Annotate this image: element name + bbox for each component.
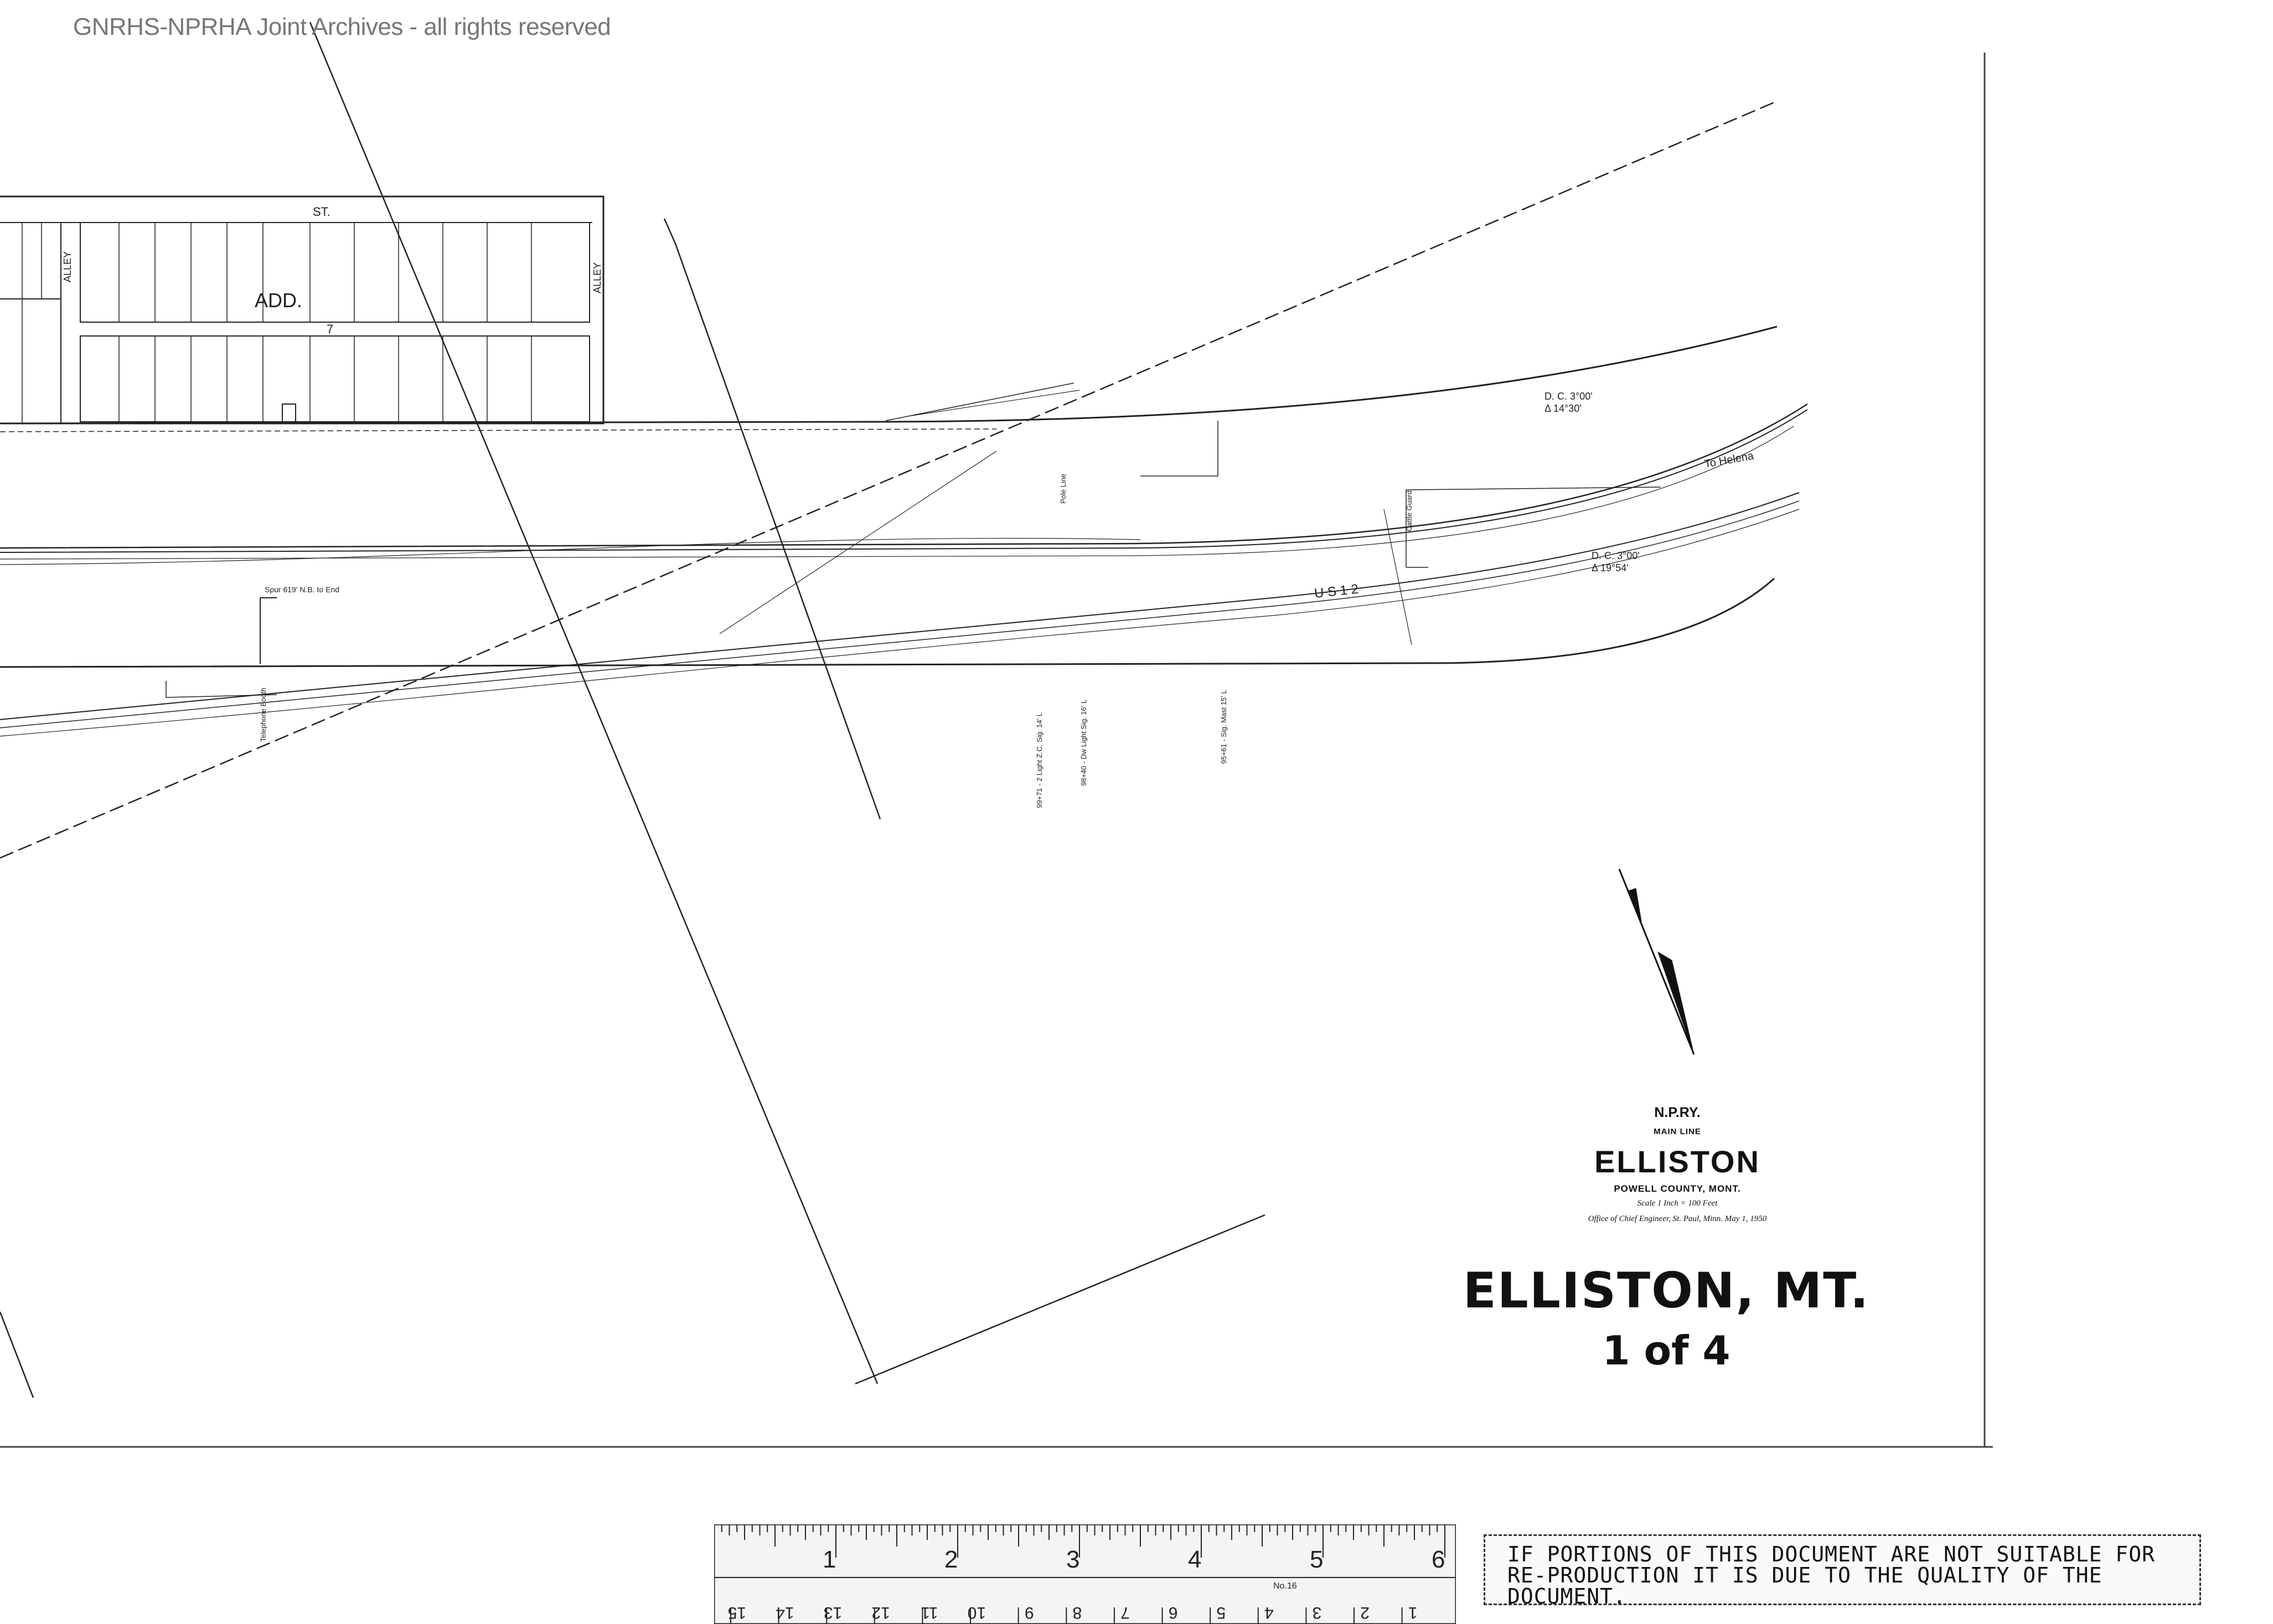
ruler-cm-label: 13: [824, 1604, 842, 1622]
town-blocks: [0, 195, 605, 425]
ruler-inch-label: 4: [1188, 1546, 1201, 1573]
curve-upper-label: D. C. 3°00': [1544, 391, 1593, 402]
addition-label: ADD.: [255, 289, 302, 312]
ruler-cm-label: 14: [776, 1604, 794, 1622]
title-block-line: MAIN LINE: [1654, 1127, 1701, 1136]
ruler-inch-label: 5: [1310, 1546, 1323, 1573]
title-block-railroad: N.P.RY.: [1654, 1105, 1701, 1120]
station-label: 95+61 - Sig. Mast 15' L: [1220, 690, 1228, 764]
alley-label: ALLEY: [62, 251, 73, 282]
station-label: 99+71 - 2 Light Z.C. Sig. 14' L: [1035, 712, 1043, 808]
ruler-inch-label: 3: [1066, 1546, 1079, 1573]
station-label: Telephone Booth: [259, 687, 267, 742]
street-label: ST.: [313, 205, 330, 219]
ruler-cm-label: 15: [728, 1604, 746, 1622]
archive-watermark: GNRHS-NPRHA Joint Archives - all rights …: [73, 13, 611, 40]
notice-text: IF PORTIONS OF THIS DOCUMENT ARE NOT SUI…: [1507, 1542, 2156, 1609]
ruler-cm-label: 6: [1169, 1604, 1178, 1622]
sheet-title: ELLISTON, MT.: [1463, 1262, 1870, 1319]
title-block-county: POWELL COUNTY, MONT.: [1614, 1183, 1741, 1194]
ruler-cm-label: 11: [921, 1604, 938, 1622]
north-arrow-icon: [1618, 868, 1695, 1055]
ruler-inch-label: 6: [1432, 1546, 1445, 1573]
measuring-ruler: 1 2 3 4 5 6 No.16 15 14 13 12 11 10 9 8 7 6 5 4 3 2 1: [714, 1524, 1456, 1624]
ruler-cm-label: 3: [1313, 1604, 1322, 1622]
ruler-inch-label: 2: [944, 1546, 958, 1573]
title-block-station: ELLISTON: [1594, 1144, 1760, 1179]
track-lines: [0, 22, 1808, 1398]
curve-lower-label: D. C. 3°00': [1592, 550, 1640, 561]
to-helena-label: To Helena: [1703, 449, 1755, 470]
block-number: 7: [327, 322, 333, 336]
alley-label: ALLEY: [592, 262, 603, 293]
station-label: Pole Line: [1059, 474, 1067, 504]
ruler-cm-label: 2: [1360, 1604, 1370, 1622]
ruler-cm-label: 7: [1120, 1604, 1130, 1622]
ruler-cm-label: 12: [871, 1604, 890, 1622]
station-label: 98+40 - Dw Light Sig. 16' L: [1079, 700, 1088, 786]
ruler-cm-label: 8: [1073, 1604, 1082, 1622]
curve-lower-label: Δ 19°54': [1592, 562, 1629, 573]
title-block-office: Office of Chief Engineer, St. Paul, Minn…: [1588, 1214, 1767, 1223]
reproduction-notice: IF PORTIONS OF THIS DOCUMENT ARE NOT SUI…: [1484, 1534, 2201, 1609]
curve-upper-label: Δ 14°30': [1544, 403, 1582, 414]
us-highway-label: U S 1 2: [1314, 582, 1359, 601]
ruler-inch-label: 1: [823, 1546, 836, 1573]
title-block-scale: Scale 1 Inch = 100 Feet: [1637, 1199, 1718, 1208]
station-label: Cattle Guard: [1405, 490, 1413, 531]
ruler-cm-label: 9: [1025, 1604, 1034, 1622]
ruler-model-label: No.16: [1273, 1581, 1297, 1591]
ruler-cm-label: 4: [1264, 1604, 1274, 1622]
ruler-cm-label: 10: [968, 1604, 986, 1622]
ruler-cm-label: 1: [1408, 1604, 1418, 1622]
spur-label: Spur 619' N.B. to End: [265, 585, 339, 594]
ruler-cm-label: 5: [1216, 1604, 1226, 1622]
sheet-number: 1 of 4: [1602, 1327, 1730, 1374]
